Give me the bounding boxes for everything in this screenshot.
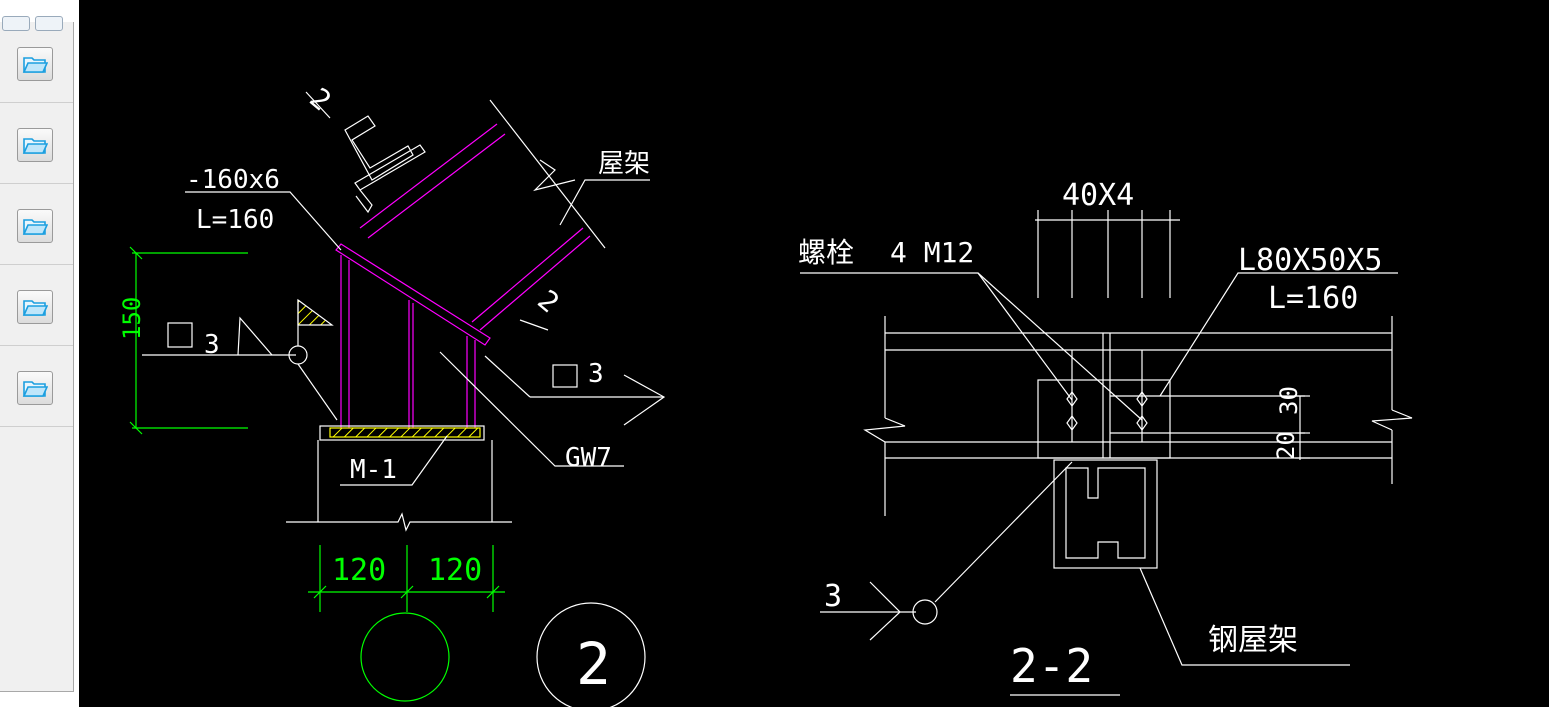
section-title: 2-2 — [1010, 639, 1093, 693]
detail-number-circle — [536, 602, 646, 707]
weld-size: 3 — [824, 579, 842, 614]
break-line — [305, 91, 331, 119]
steel-truss-label: 钢屋架 — [1208, 623, 1298, 658]
open-file-button[interactable] — [17, 128, 53, 162]
toolbar-slot — [0, 346, 73, 427]
toolbar-panel — [0, 16, 74, 692]
bolt-spacing: 40X4 — [1062, 178, 1134, 213]
toolbar-top-button[interactable] — [2, 16, 30, 31]
toolbar-slot — [0, 103, 73, 184]
open-file-button[interactable] — [17, 47, 53, 81]
purlin-c-section — [344, 115, 426, 214]
weld-symbol-left — [142, 298, 338, 421]
open-file-button[interactable] — [17, 209, 53, 243]
open-file-button[interactable] — [17, 290, 53, 324]
embed-plate-label: M-1 — [350, 455, 397, 485]
break-mark-mid: 2 — [531, 283, 565, 319]
plate-length: L=160 — [196, 205, 274, 235]
break-mark-top: 2 — [303, 81, 337, 117]
plate-label: -160x6 — [186, 165, 280, 195]
open-file-button[interactable] — [17, 371, 53, 405]
dimension-120-left: 120 — [332, 553, 386, 588]
toolbar-slot — [0, 265, 73, 346]
bolt-label: 螺栓 — [798, 236, 854, 269]
folder-open-icon — [22, 300, 48, 316]
detail-2 — [129, 91, 666, 707]
dimension-150: 150 — [118, 297, 146, 340]
angle-spec: L80X50X5 — [1238, 243, 1383, 278]
toolbar-slot — [0, 22, 73, 103]
folder-open-icon — [22, 138, 48, 154]
left-toolbar — [0, 0, 79, 707]
bolt-spec: 4 M12 — [890, 236, 974, 269]
folder-open-icon — [22, 57, 48, 73]
gw-label: GW7 — [565, 443, 612, 473]
angle-length: L=160 — [1268, 281, 1358, 316]
truss-top-chord — [335, 123, 591, 428]
weld-symbol-right — [484, 355, 666, 426]
weld-size-right: 3 — [588, 359, 604, 389]
section-2-2 — [800, 210, 1413, 696]
dimension-20: 20 — [1272, 431, 1300, 460]
weld-size-left: 3 — [204, 330, 220, 360]
dimension-lines — [129, 246, 505, 702]
dimension-30: 30 — [1275, 386, 1303, 415]
roof-truss-label: 屋架 — [598, 149, 650, 179]
toolbar-top-button[interactable] — [35, 16, 63, 31]
toolbar-slot — [0, 184, 73, 265]
dimension-120-right: 120 — [428, 553, 482, 588]
detail-number: 2 — [576, 630, 611, 698]
cad-drawing-canvas[interactable]: -160x6 L=160 屋架 3 3 M-1 GW7 2 2 2 150 12… — [79, 0, 1549, 707]
folder-open-icon — [22, 219, 48, 235]
folder-open-icon — [22, 381, 48, 397]
